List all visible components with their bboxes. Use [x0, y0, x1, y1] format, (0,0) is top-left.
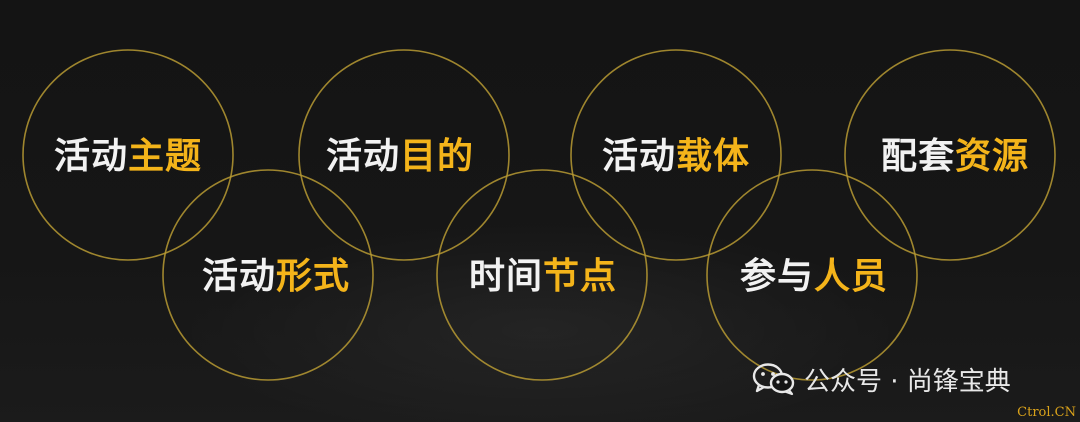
corner-watermark-text: Ctrol.CN [1017, 405, 1076, 420]
circle-ring [844, 49, 1056, 261]
wechat-official-account-watermark: 公众号 · 尚锋宝典 [752, 360, 1011, 398]
circle-ring [298, 49, 510, 261]
watermark-text: 公众号 · 尚锋宝典 [804, 366, 1011, 397]
circle-ring [436, 169, 648, 381]
wechat-icon [752, 362, 796, 396]
circle-label: 活动主题 [54, 136, 202, 177]
circle-activity-purpose: 活动目的 [298, 49, 510, 261]
circle-label: 活动形式 [202, 256, 350, 297]
circle-time-milestones: 时间节点 [436, 169, 648, 381]
circle-ring [570, 49, 782, 261]
circle-label: 活动载体 [602, 136, 750, 177]
circle-label: 时间节点 [469, 256, 617, 297]
circle-label: 配套资源 [881, 136, 1029, 177]
circle-label: 活动目的 [326, 136, 474, 177]
circle-activity-carrier: 活动载体 [570, 49, 782, 261]
circle-activity-theme: 活动主题 [22, 49, 234, 261]
circle-label: 参与人员 [740, 256, 888, 297]
circle-activity-form: 活动形式 [162, 169, 374, 381]
circle-ring [162, 169, 374, 381]
circle-ring [706, 169, 918, 381]
circle-ring [22, 49, 234, 261]
circle-supporting-resources: 配套资源 [844, 49, 1056, 261]
circle-participants: 参与人员 [706, 169, 918, 381]
